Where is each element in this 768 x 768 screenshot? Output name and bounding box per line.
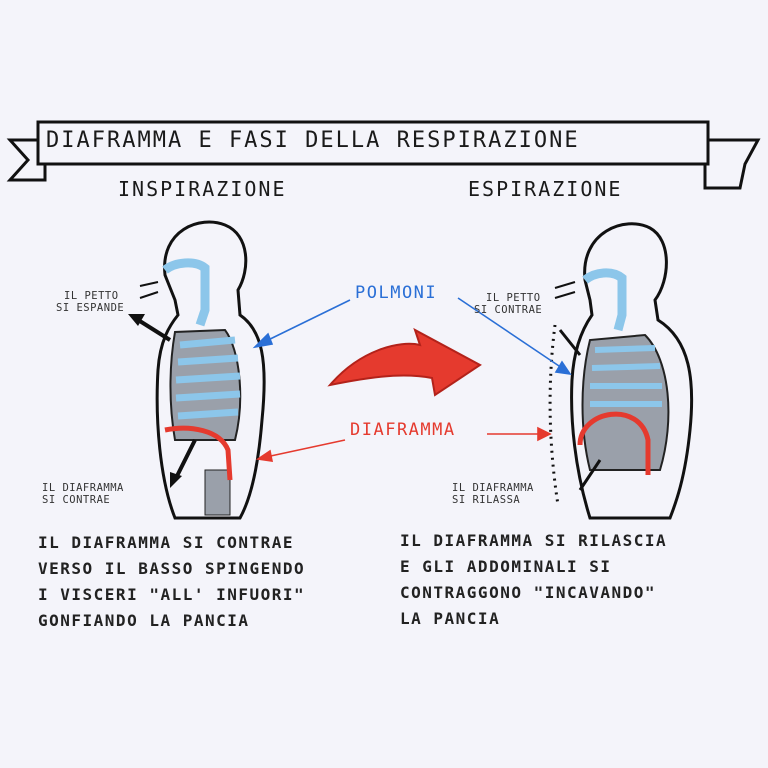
description-line: gonfiando la pancia: [38, 611, 250, 630]
expiration-description: Il diaframma si rilascia e gli addominal…: [400, 528, 667, 632]
note-line: Il petto: [64, 290, 119, 302]
lungs-pointers: [252, 297, 572, 376]
inspiration-chest-note: Il petto si espande: [56, 290, 124, 314]
description-line: verso il basso spingendo: [38, 559, 306, 578]
transition-arrow: [327, 327, 482, 397]
expiration-figure: [548, 222, 694, 520]
description-line: i visceri "all' infuori": [38, 585, 306, 604]
inspiration-description: Il diaframma si contrae verso il basso s…: [38, 530, 305, 634]
description-line: contraggono "incavando": [400, 583, 657, 602]
page-title: Diaframma e fasi della respirazione: [46, 128, 580, 153]
inspiration-diaphragm-note: Il diaframma si contrae: [42, 482, 124, 506]
note-line: Il petto: [486, 292, 541, 304]
note-line: Il diaframma: [42, 482, 124, 494]
note-line: Il diaframma: [452, 482, 534, 494]
description-line: Il diaframma si contrae: [38, 533, 295, 552]
lungs-label: Polmoni: [355, 283, 438, 303]
title-banner: [6, 120, 761, 190]
note-line: si contrae: [42, 494, 111, 506]
note-line: si espande: [56, 302, 125, 314]
lungs-ribs: [175, 336, 241, 420]
note-line: si contrae: [474, 304, 543, 316]
description-line: Il diaframma si rilascia: [400, 531, 668, 550]
note-line: si rilassa: [452, 494, 521, 506]
expiration-diaphragm-note: Il diaframma si rilassa: [452, 482, 534, 506]
diaphragm-pointers: [255, 426, 552, 462]
expiration-chest-note: Il petto si contrae: [474, 292, 542, 316]
inspiration-figure: [128, 220, 266, 520]
description-line: e gli addominali si: [400, 557, 612, 576]
inspiration-heading: Inspirazione: [118, 177, 287, 201]
expiration-heading: Espirazione: [468, 177, 623, 201]
diaphragm-label: Diaframma: [350, 420, 456, 440]
description-line: la pancia: [400, 609, 501, 628]
